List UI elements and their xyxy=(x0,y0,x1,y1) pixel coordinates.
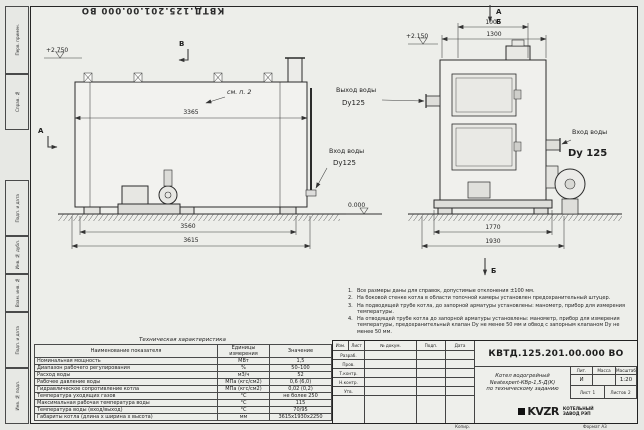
pump-unit xyxy=(117,169,181,215)
water-inlet-label: Вход воды xyxy=(329,148,364,155)
section-label-b-top: Б xyxy=(496,18,501,26)
dim-1300: 1300 xyxy=(486,31,501,38)
note-item: 3. На подводящей трубе котла, до запорно… xyxy=(348,302,626,315)
mass-label: Масса xyxy=(593,367,616,375)
elevation-mark xyxy=(55,51,65,59)
section-label-b: В xyxy=(179,40,184,48)
water-inlet-dy-right: Dy 125 xyxy=(568,148,607,159)
format-label: Формат А3 xyxy=(583,424,607,429)
tb-h-date: Дата xyxy=(446,341,475,351)
tb-role: Т.контр. xyxy=(333,369,365,378)
title-block-right: КВТД.125.201.00.000 ВО Котел водогрейный… xyxy=(475,341,637,423)
frame-field: Взам. инв. № xyxy=(5,274,29,312)
bottom-panel xyxy=(467,181,491,199)
sheet-number: Лист 1 xyxy=(571,386,605,399)
chimney-stub xyxy=(287,57,303,83)
frame-field: Подп. и дата xyxy=(5,312,29,368)
top-fittings xyxy=(83,72,273,83)
frame-field: Подп. и дата xyxy=(5,180,29,236)
tb-h-doc: № докум. xyxy=(365,341,417,351)
boiler-doors xyxy=(451,73,522,171)
title-block-left: Изм. Лист № докум. Подп. Дата Разраб. Пр… xyxy=(333,341,475,423)
scale-label: Масштаб xyxy=(616,367,637,375)
tb-role: Пров. xyxy=(333,360,365,369)
sheets-total: Листов 2 xyxy=(605,386,637,399)
frame-field: Перв. примен. xyxy=(5,6,29,74)
frame-left-strip: Перв. примен. Справ. № Подп. и дата Инв.… xyxy=(5,6,29,424)
lit-value: И xyxy=(571,375,593,386)
inlet-stub xyxy=(545,139,561,151)
front-view-dimensions xyxy=(381,5,572,276)
dim-3560: 3560 xyxy=(180,223,195,230)
ground-hatch xyxy=(58,214,340,221)
section-arrow-a xyxy=(47,136,58,150)
bottom-strip: Копир. Формат А3 xyxy=(0,424,644,430)
frame-field: Инв. № подл. xyxy=(5,368,29,424)
note-item: 2. На боковой стенке котла в области топ… xyxy=(348,295,611,302)
frame-field: Инв. № дубл. xyxy=(5,236,29,274)
tb-h-izm: Изм. xyxy=(333,341,349,351)
see-note-label: см. п. 2 xyxy=(227,89,251,96)
scale-value: 1:20 xyxy=(616,375,637,386)
frame-left-spacer xyxy=(5,130,29,180)
lit-label: Лит. xyxy=(571,367,593,375)
note-item: 1. Все размеры даны для справок, допусти… xyxy=(348,288,535,294)
technical-drawing: +2.750 В см. п. 2 3365 А Вход воды Dy125… xyxy=(38,5,622,276)
elevation-zero: 0.000 xyxy=(348,202,365,209)
drawing-notes: 1. Все размеры даны для справок, допусти… xyxy=(348,288,632,336)
ground-hatch xyxy=(408,214,622,221)
tb-role: Разраб. xyxy=(333,351,365,360)
frame-field: Справ. № xyxy=(5,74,29,130)
water-inlet-dy: Dy125 xyxy=(333,159,356,167)
tb-h-sign: Подп. xyxy=(417,341,446,351)
section-arrow-b xyxy=(178,49,189,63)
water-inlet-label-right: Вход воды xyxy=(572,129,607,136)
dim-1930: 1930 xyxy=(485,238,500,245)
company-name: КОТЕЛЬНЫЙ ЗАВОД РЭП xyxy=(562,405,594,416)
dim-1000: 1000 xyxy=(485,19,500,26)
elevation-mark xyxy=(418,37,428,45)
kvzr-logo: KVZR xyxy=(518,405,559,418)
section-label-a: А xyxy=(38,127,44,135)
dim-1770: 1770 xyxy=(485,224,500,231)
title-block: Изм. Лист № докум. Подп. Дата Разраб. Пр… xyxy=(332,340,638,424)
product-name: Котел водогрейный Neatexpert-КВр-1,5-Д(К… xyxy=(475,367,571,399)
spec-table-title: Техническая характеристика xyxy=(139,337,226,343)
boiler-front-view xyxy=(425,39,586,215)
spec-row: Габариты котла (длина х ширина х высота)… xyxy=(34,413,332,421)
tb-h-list: Лист xyxy=(349,341,365,351)
elevation-label: +2.150 xyxy=(406,33,428,40)
spec-row: Диапазон рабочего регулирования%50–100 xyxy=(34,364,332,372)
doc-number: КВТД.125.201.00.000 ВО xyxy=(475,341,637,367)
dim-3615: 3615 xyxy=(183,237,198,244)
elevation-mark xyxy=(359,207,369,215)
spec-header-row: Наименование показателя Единицы измерени… xyxy=(34,344,332,358)
tb-role: Утв. xyxy=(333,387,365,396)
section-label-a-top: А xyxy=(496,8,502,16)
boiler-side-view xyxy=(74,57,317,215)
logo-mark-icon xyxy=(518,407,526,415)
copy-label: Копир. xyxy=(455,424,470,429)
section-label-b-bottom: Б xyxy=(491,267,496,275)
water-outlet-label: Выход воды xyxy=(336,87,376,94)
spec-table: Техническая характеристика Наименование … xyxy=(34,337,332,421)
side-view-dimensions xyxy=(44,49,382,249)
company-cell: KVZR КОТЕЛЬНЫЙ ЗАВОД РЭП xyxy=(475,399,637,423)
water-outlet-dy: Dy125 xyxy=(342,99,365,107)
note-item: 4. На отводящей трубе котла до запорной … xyxy=(348,316,620,335)
burner-fan xyxy=(545,165,586,215)
dim-3365: 3365 xyxy=(183,109,198,116)
outlet-stub xyxy=(425,95,441,107)
elevation-label: +2.750 xyxy=(46,47,68,54)
tb-role: Н.контр. xyxy=(333,378,365,387)
